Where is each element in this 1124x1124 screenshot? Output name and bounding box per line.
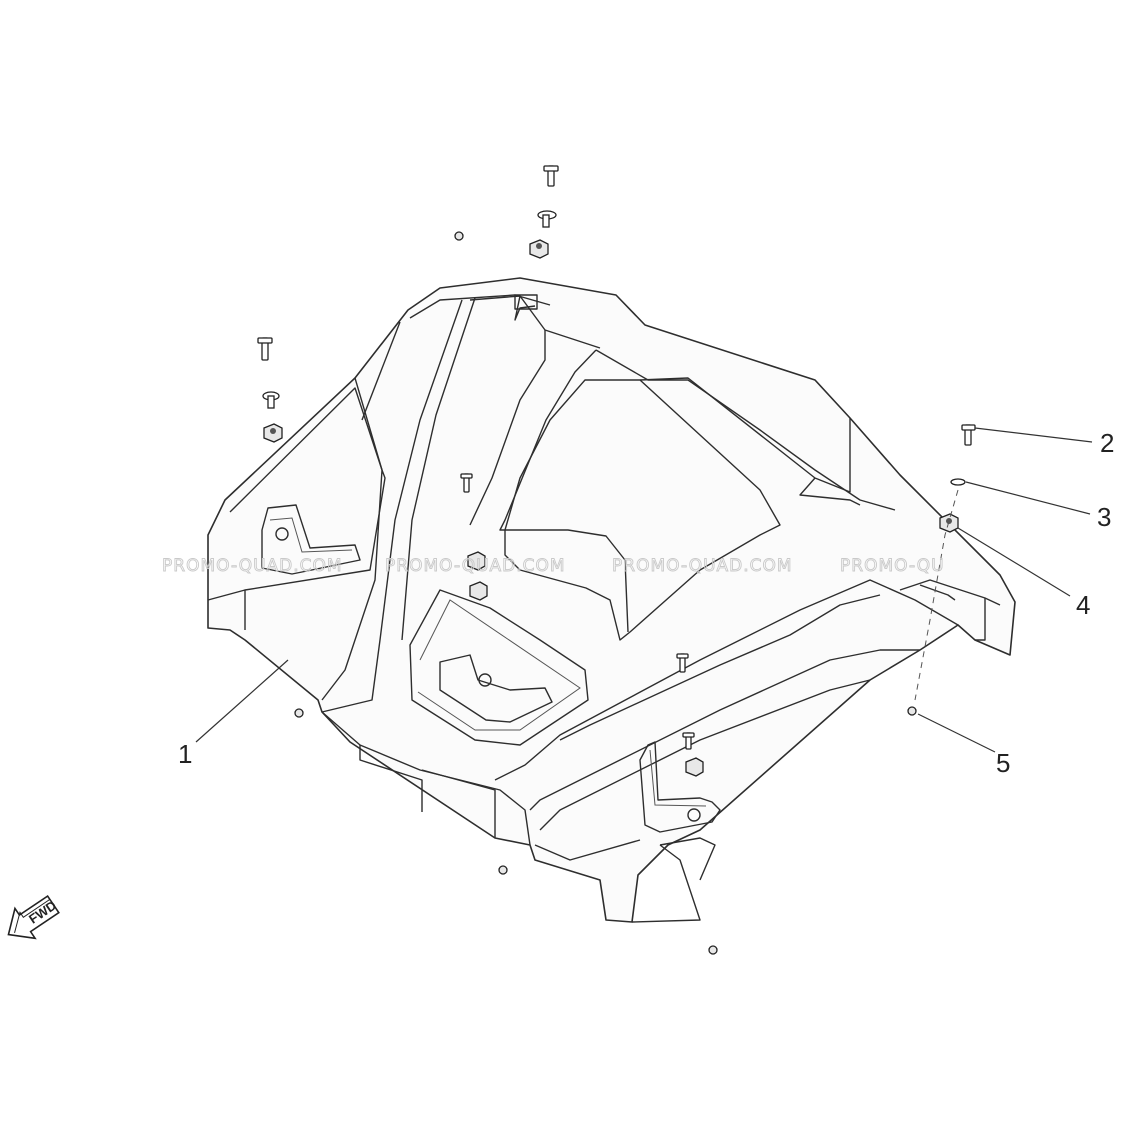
- watermarks: PROMO-QUAD.COM PROMO-QUAD.COM PROMO-QUAD…: [162, 556, 945, 577]
- callout-3: 3: [1097, 502, 1111, 532]
- leader-lines: [195, 427, 1093, 753]
- center-bolt-stack: [460, 473, 488, 601]
- left-bolt-stack: [257, 337, 283, 443]
- fasteners: [257, 165, 976, 955]
- fwd-arrow: FWD: [7, 894, 60, 940]
- watermark-2: PROMO-QUAD.COM: [385, 556, 566, 576]
- callout-4: 4: [1076, 590, 1090, 620]
- callout-1: 1: [178, 739, 192, 769]
- watermark-3: PROMO-QUAD.COM: [612, 556, 793, 576]
- right-bolt-stack: [682, 732, 704, 777]
- fwd-arrow-icon: [7, 894, 60, 940]
- callout-5: 5: [996, 748, 1010, 778]
- callout-bolt-stack: [939, 424, 976, 533]
- top-bolt-stack: [529, 165, 559, 259]
- cover-panel: [207, 277, 1016, 923]
- watermark-4: PROMO-QU: [840, 556, 945, 576]
- watermark-1: PROMO-QUAD.COM: [162, 556, 343, 576]
- callouts: 1 2 3 4 5: [178, 428, 1114, 778]
- callout-2: 2: [1100, 428, 1114, 458]
